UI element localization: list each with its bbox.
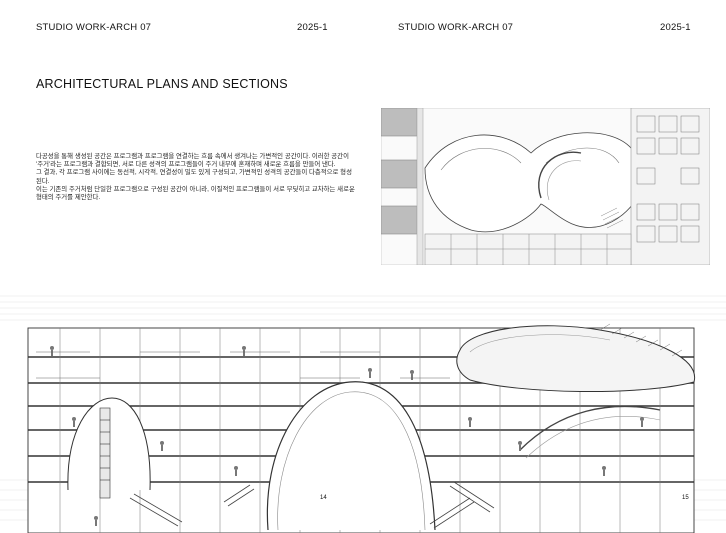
header-year-right: 2025-1 — [660, 22, 691, 33]
paragraph-1: 다공성을 통해 생성된 공간은 프로그램과 프로그램을 연결하는 흐름 속에서 … — [36, 153, 349, 169]
header-studio-right: STUDIO WORK-ARCH 07 — [398, 22, 514, 33]
description-text: 다공성을 통해 생성된 공간은 프로그램과 프로그램을 연결하는 흐름 속에서 … — [36, 153, 356, 202]
paragraph-2: 그 결과, 각 프로그램 사이에는 동선적, 시각적, 연결성이 밀도 있게 구… — [36, 169, 352, 185]
section-label-left: 14 — [320, 495, 327, 501]
floor-plan-drawing — [381, 108, 710, 265]
building-section-drawing: 14 15 — [0, 290, 726, 533]
section-label-right: 15 — [682, 495, 689, 501]
header-studio-left: STUDIO WORK-ARCH 07 — [36, 22, 152, 33]
paragraph-3: 이는 기존의 주거처럼 단일한 프로그램으로 구성된 공간이 아니라, 이질적인… — [36, 185, 355, 202]
page-title: ARCHITECTURAL PLANS AND SECTIONS — [36, 77, 288, 91]
header-year-left: 2025-1 — [297, 22, 328, 33]
